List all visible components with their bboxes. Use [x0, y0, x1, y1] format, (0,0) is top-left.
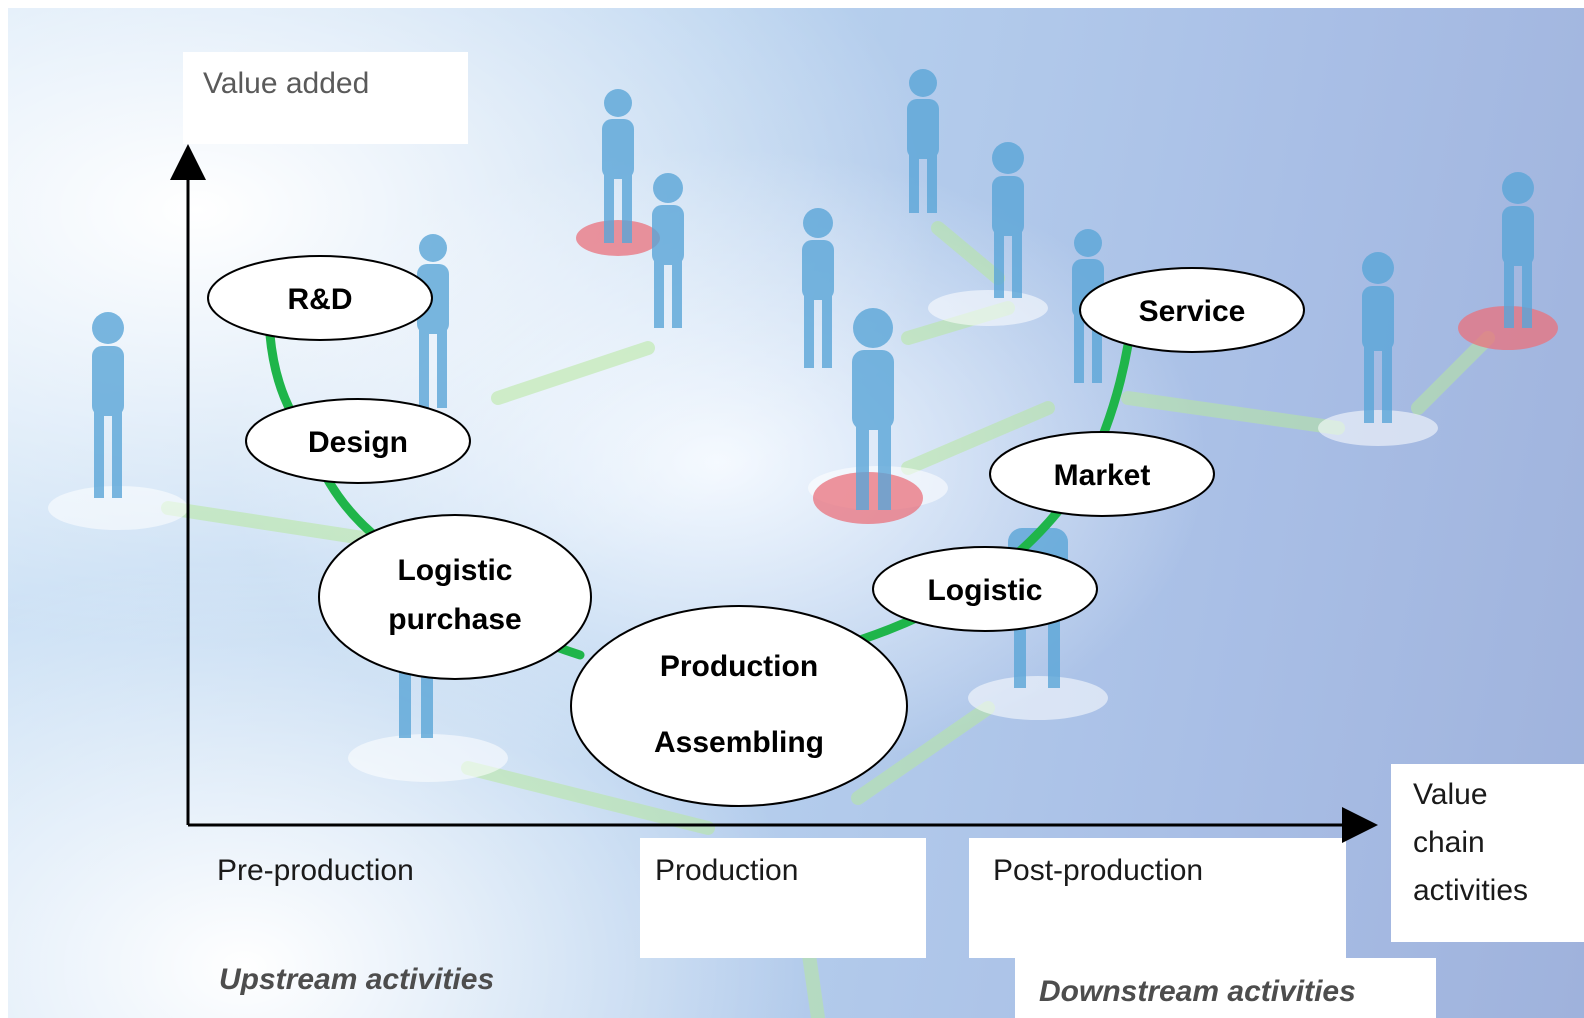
- node-logistic-purchase-label-2: purchase: [388, 603, 521, 636]
- x-axis-label-line-1: Value: [1413, 778, 1488, 811]
- node-production-assembling-label-2: Assembling: [654, 726, 824, 759]
- node-market-label: Market: [1054, 459, 1151, 492]
- downstream-label-box: [1015, 958, 1436, 1018]
- x-axis-label-box: [1391, 764, 1584, 942]
- pre-production-label: Pre-production: [217, 854, 414, 887]
- downstream-activities-label: Downstream activities: [1039, 975, 1356, 1008]
- y-axis-label-box: Value added: [183, 52, 468, 144]
- node-market: Market: [989, 431, 1215, 517]
- post-production-stage-box: [969, 838, 1346, 958]
- node-production-assembling-label-1: Production: [660, 650, 818, 683]
- y-axis-label: Value added: [203, 67, 370, 100]
- production-stage-box: [640, 838, 926, 958]
- node-rd-label: R&D: [288, 283, 353, 316]
- x-axis-label-line-3: activities: [1413, 874, 1529, 907]
- post-production-label: Post-production: [993, 854, 1204, 887]
- node-production-assembling: Production Assembling: [570, 605, 908, 807]
- background-figures: [48, 69, 1558, 1018]
- node-design: Design: [245, 398, 471, 484]
- node-design-label: Design: [308, 426, 408, 459]
- production-label: Production: [655, 854, 799, 887]
- node-logistic: Logistic: [872, 546, 1098, 632]
- node-rd: R&D: [207, 255, 433, 341]
- node-logistic-purchase: Logistic purchase: [318, 514, 592, 680]
- upstream-activities-label: Upstream activities: [219, 963, 495, 996]
- node-service-label: Service: [1139, 295, 1246, 328]
- node-logistic-purchase-label-1: Logistic: [397, 554, 512, 587]
- node-service: Service: [1079, 267, 1305, 353]
- x-axis-label-line-2: chain: [1413, 826, 1485, 859]
- node-logistic-label: Logistic: [927, 574, 1042, 607]
